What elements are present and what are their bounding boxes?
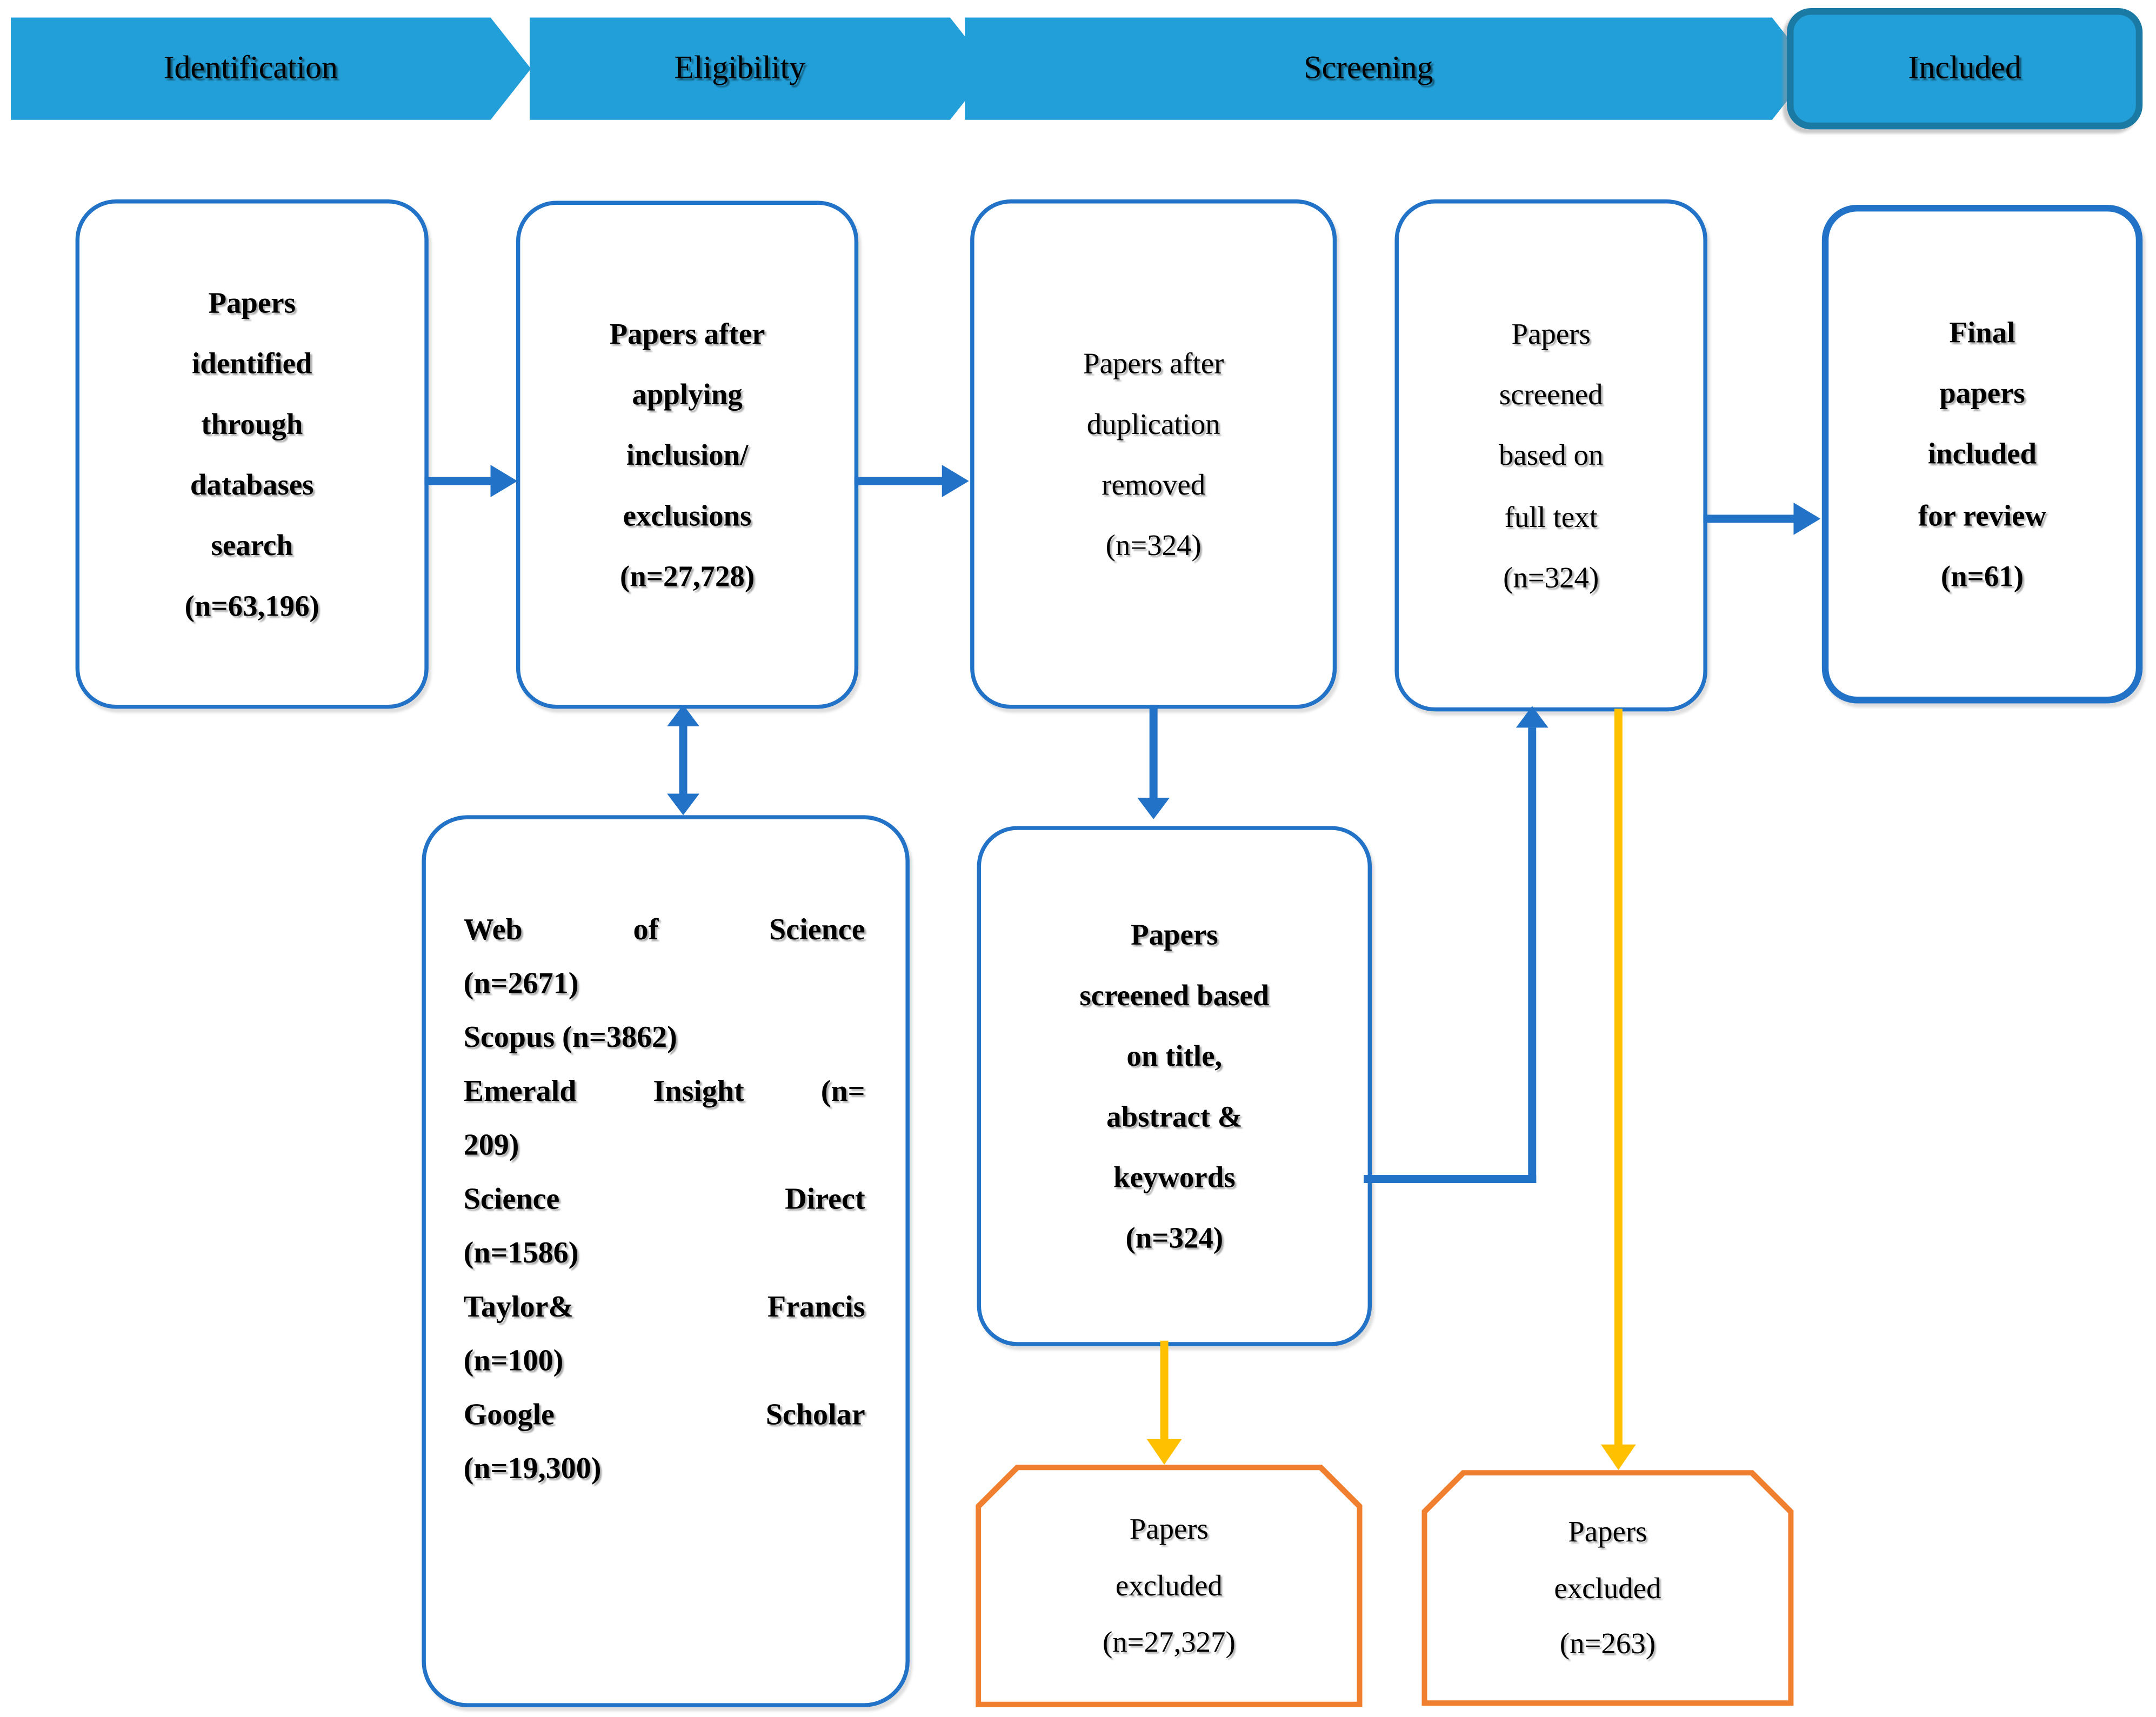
arrow-fulltext-to-final <box>1703 515 1798 523</box>
arrowhead-identified-to-inclusion <box>490 465 518 497</box>
box-text-line: Papers <box>1131 917 1218 951</box>
box-text-line: screened based <box>1079 978 1270 1012</box>
box-text-line: based on <box>1498 438 1604 472</box>
box-text-line: included <box>1927 437 2037 471</box>
connector-titlescreen-to-fulltext-vertical <box>1528 727 1537 1184</box>
box-text-line: keywords <box>1113 1160 1236 1194</box>
arrow-duplication-to-titlescreen <box>1149 704 1158 799</box>
box-text-line: for review <box>1918 498 2047 532</box>
box-papers-excluded-title-screen-text: Papers excluded (n=27,327) <box>981 1470 1357 1702</box>
arrow-inclusion-to-duplication <box>854 477 946 485</box>
arrowhead-inclusion-databases-up <box>667 704 699 726</box>
box-text-line: on title, <box>1126 1039 1223 1073</box>
database-entry-line: Scopus (n=3862) <box>463 1020 677 1054</box>
database-entry-line: (n=2671) <box>463 966 579 1000</box>
box-text-line: abstract & <box>1106 1099 1243 1133</box>
box-text-line: Papers <box>1511 317 1591 351</box>
box-papers-excluded-title-screen: Papers excluded (n=27,327) <box>976 1465 1363 1707</box>
box-text-line: through <box>201 406 303 441</box>
box-text-line: full text <box>1504 499 1598 533</box>
banner-included-label: Included <box>1908 50 2021 86</box>
box-text-line: Final <box>1949 316 2015 350</box>
box-papers-identified: Papers identified through databases search (n… <box>75 199 429 709</box>
box-text-line: search <box>211 528 293 562</box>
connector-titlescreen-to-fulltext-horizontal <box>1364 1175 1537 1184</box>
banner-eligibility-label: Eligibility <box>674 50 806 86</box>
box-text-line: excluded <box>1115 1568 1223 1602</box>
box-text-line: (n=263) <box>1559 1627 1656 1661</box>
arrow-inclusion-databases <box>679 725 687 795</box>
arrow-identified-to-inclusion <box>424 477 495 485</box>
arrowhead-fulltext-to-excluded <box>1600 1444 1636 1471</box>
box-text-line: (n=324) <box>1125 1221 1224 1255</box>
box-text-line: excluded <box>1554 1571 1661 1605</box>
database-entry-line: (n=19,300) <box>463 1451 602 1485</box>
box-text-line: (n=63,196) <box>184 589 319 623</box>
box-papers-excluded-fulltext-screen-text: Papers excluded (n=263) <box>1427 1475 1788 1700</box>
arrowhead-inclusion-databases-down <box>667 793 699 816</box>
box-text-line: screened <box>1499 377 1603 412</box>
box-text-line: (n=324) <box>1105 528 1202 562</box>
box-text-line: (n=27,728) <box>619 559 755 593</box>
box-text-line: (n=324) <box>1503 560 1599 594</box>
box-text-line: Papers <box>1129 1512 1209 1546</box>
box-text-line: inclusion/ <box>626 438 749 472</box>
banner-screening-label: Screening <box>1304 50 1433 86</box>
box-final-papers-included: Final papers included for review (n=61) <box>1821 204 2143 704</box>
box-text-line: exclusions <box>623 498 752 532</box>
arrow-titlescreen-to-excluded <box>1160 1340 1169 1441</box>
box-text-line: duplication <box>1086 406 1220 441</box>
box-text-line: Papers after <box>609 316 765 350</box>
box-text-line: databases <box>190 467 314 502</box>
box-text-line: papers <box>1939 376 2025 410</box>
box-papers-excluded-fulltext-screen: Papers excluded (n=263) <box>1421 1470 1793 1706</box>
box-papers-screened-title-abstract: Papers screened based on title, abstract & k… <box>977 826 1372 1346</box>
database-entry-line: Taylor&Francis <box>463 1289 865 1324</box>
banner-included: Included <box>1786 8 2143 130</box>
banner-identification: Identification <box>11 17 531 119</box>
database-entry-line: (n=100) <box>463 1343 564 1378</box>
box-text-line: (n=27,327) <box>1102 1625 1236 1659</box>
box-papers-screened-fulltext: Papers screened based on full text (n=324) <box>1394 199 1707 712</box>
arrowhead-titlescreen-to-excluded <box>1146 1439 1182 1465</box>
arrow-fulltext-to-excluded <box>1614 709 1623 1446</box>
arrowhead-fulltext-to-final <box>1793 502 1821 535</box>
arrowhead-duplication-to-titlescreen <box>1137 797 1170 819</box>
arrowhead-titlescreen-to-fulltext <box>1516 706 1548 728</box>
banner-eligibility: Eligibility <box>530 17 991 119</box>
box-text-line: Papers <box>1568 1514 1647 1548</box>
box-text-line: applying <box>632 377 743 411</box>
box-text-line: Papers after <box>1083 346 1224 380</box>
database-entry-line: (n=1586) <box>463 1235 579 1270</box>
box-papers-duplication-removed: Papers after duplication removed (n=324) <box>970 199 1337 709</box>
database-entry-line: 209) <box>463 1127 519 1162</box>
box-text-line: Papers <box>208 285 296 319</box>
banner-screening: Screening <box>965 17 1812 119</box>
box-text-line: removed <box>1102 467 1206 502</box>
arrowhead-inclusion-to-duplication <box>942 465 969 497</box>
box-text-line: identified <box>191 346 312 380</box>
box-text-line: (n=61) <box>1940 558 2024 593</box>
box-papers-inclusion-exclusion: Papers after applying inclusion/exclusions… <box>516 201 859 709</box>
banner-identification-label: Identification <box>163 50 338 86</box>
